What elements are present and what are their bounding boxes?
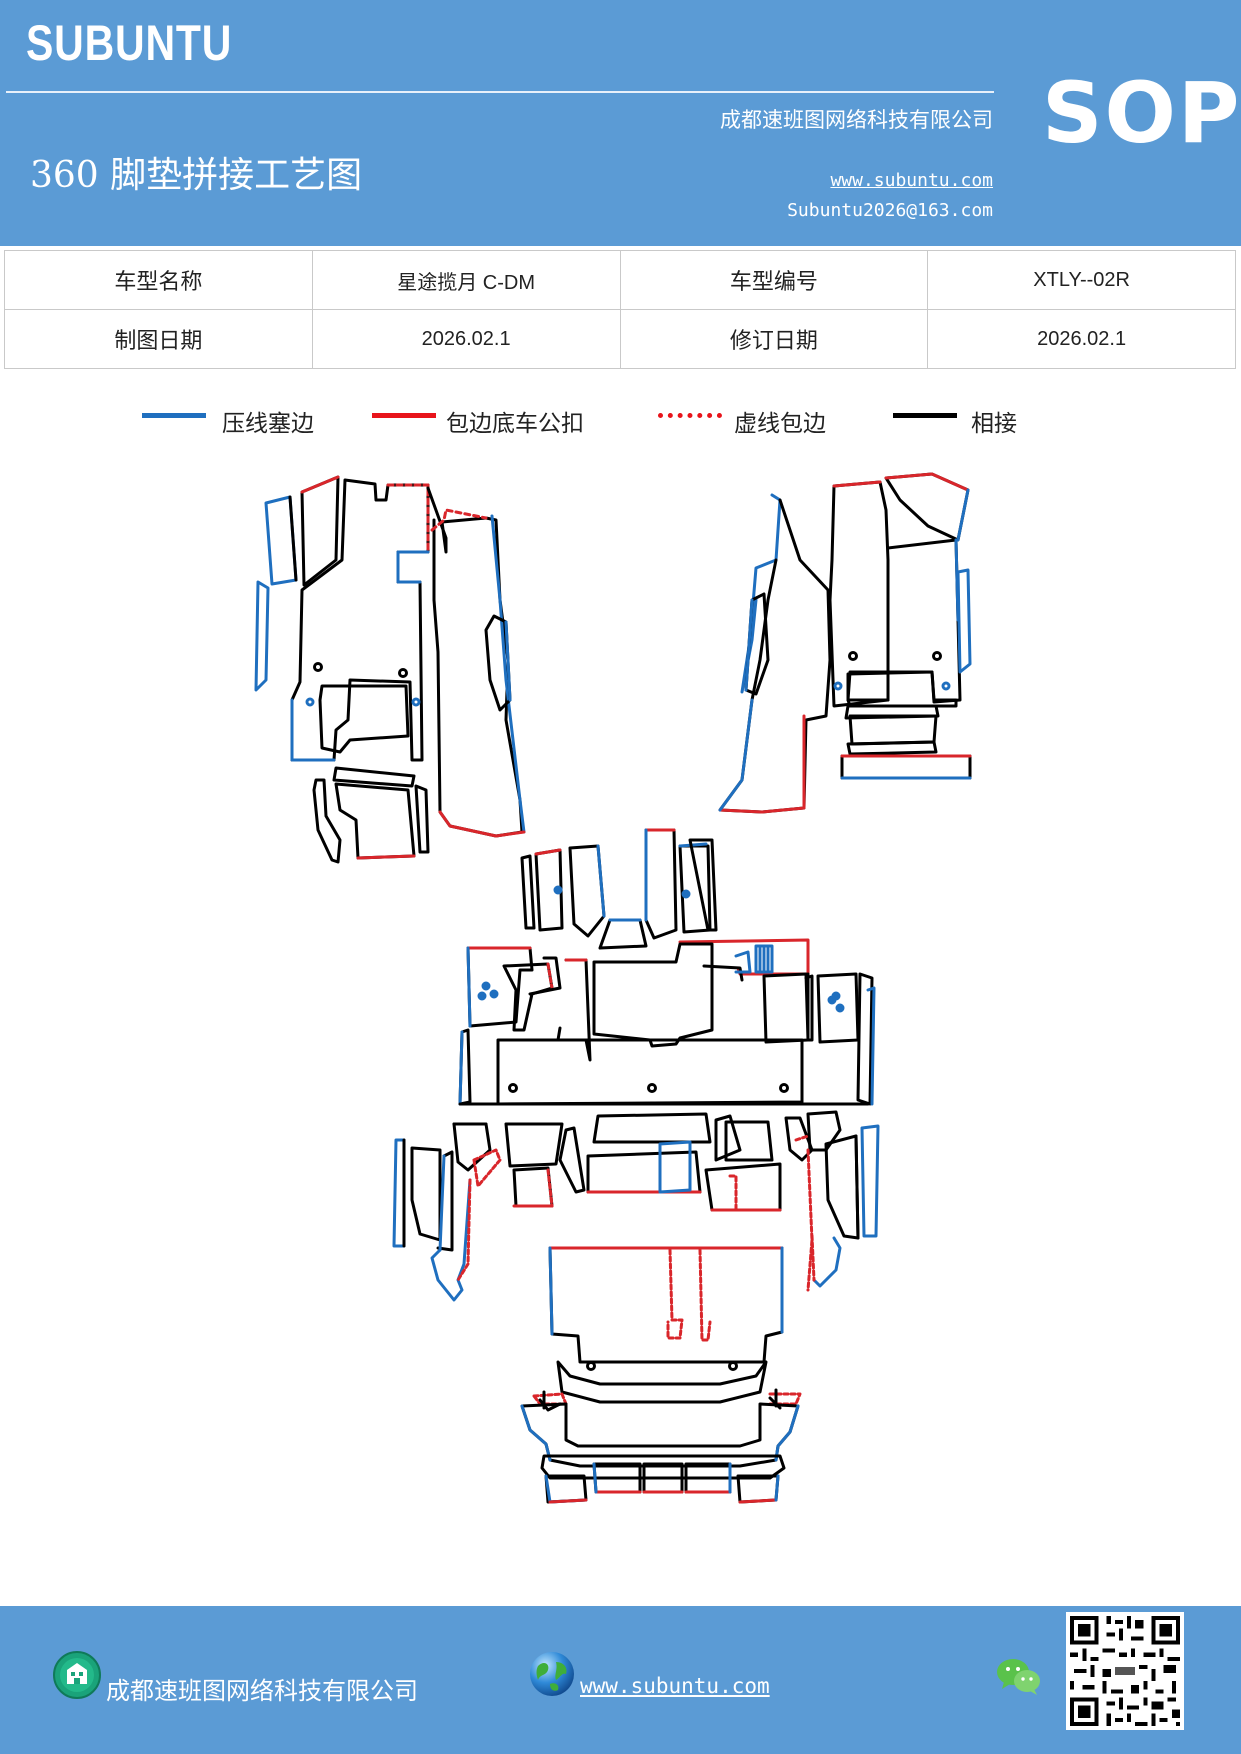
- sop-label: SOP: [1042, 64, 1241, 162]
- draw-date-value: 2026.02.1: [311, 309, 621, 369]
- table-row: 制图日期 2026.02.1 修订日期 2026.02.1: [4, 309, 1236, 369]
- revise-date-label: 修订日期: [619, 309, 929, 369]
- page-header: SUBUNTU SOP 成都速班图网络科技有限公司 360 脚垫拼接工艺图 ww…: [0, 0, 1241, 246]
- floor-mat-diagram: [254, 472, 972, 1504]
- page-footer: 成都速班图网络科技有限公司 www.subuntu.com: [0, 1606, 1241, 1754]
- header-website-link[interactable]: www.subuntu.com: [830, 170, 993, 191]
- legend-swatch-black: [893, 413, 957, 418]
- legend-label: 虚线包边: [734, 411, 826, 437]
- qr-code: [1066, 1612, 1184, 1730]
- header-company: 成都速班图网络科技有限公司: [720, 108, 993, 132]
- table-row: 车型名称 星途揽月 C-DM 车型编号 XTLY--02R: [4, 250, 1236, 310]
- front-left-mat-group: [254, 475, 526, 864]
- legend-label: 相接: [971, 411, 1017, 437]
- model-name-label: 车型名称: [4, 250, 313, 310]
- footer-company: 成都速班图网络科技有限公司: [106, 1677, 418, 1705]
- vehicle-info-table: 车型名称 星途揽月 C-DM 车型编号 XTLY--02R 制图日期 2026.…: [4, 250, 1236, 369]
- legend-swatch-red-dotted: [658, 413, 722, 418]
- legend-swatch-red: [372, 413, 436, 418]
- header-email: Subuntu2026@163.com: [787, 200, 993, 221]
- page-title: 360 脚垫拼接工艺图: [30, 155, 363, 196]
- header-divider: [6, 91, 994, 93]
- wechat-icon[interactable]: [996, 1656, 1042, 1696]
- footer-website-link[interactable]: www.subuntu.com: [580, 1674, 770, 1698]
- revise-date-value: 2026.02.1: [927, 309, 1236, 369]
- front-right-mat-group: [718, 472, 972, 814]
- draw-date-label: 制图日期: [4, 309, 313, 369]
- trunk-group: [520, 1246, 802, 1504]
- brand-logo: SUBUNTU: [26, 15, 233, 71]
- legend-label: 包边底车公扣: [446, 411, 584, 437]
- center-floor-group: [458, 938, 876, 1106]
- legend-swatch-blue: [142, 413, 206, 418]
- qr-code-image: [1066, 1612, 1184, 1730]
- legend-label: 压线塞边: [222, 411, 314, 437]
- model-code-label: 车型编号: [619, 250, 929, 310]
- middle-mat-group: [520, 828, 718, 950]
- model-code-value: XTLY--02R: [927, 250, 1236, 310]
- building-icon: [53, 1651, 101, 1699]
- rear-seat-group: [392, 1110, 880, 1302]
- model-name-value: 星途揽月 C-DM: [311, 250, 621, 310]
- globe-icon: [530, 1652, 574, 1696]
